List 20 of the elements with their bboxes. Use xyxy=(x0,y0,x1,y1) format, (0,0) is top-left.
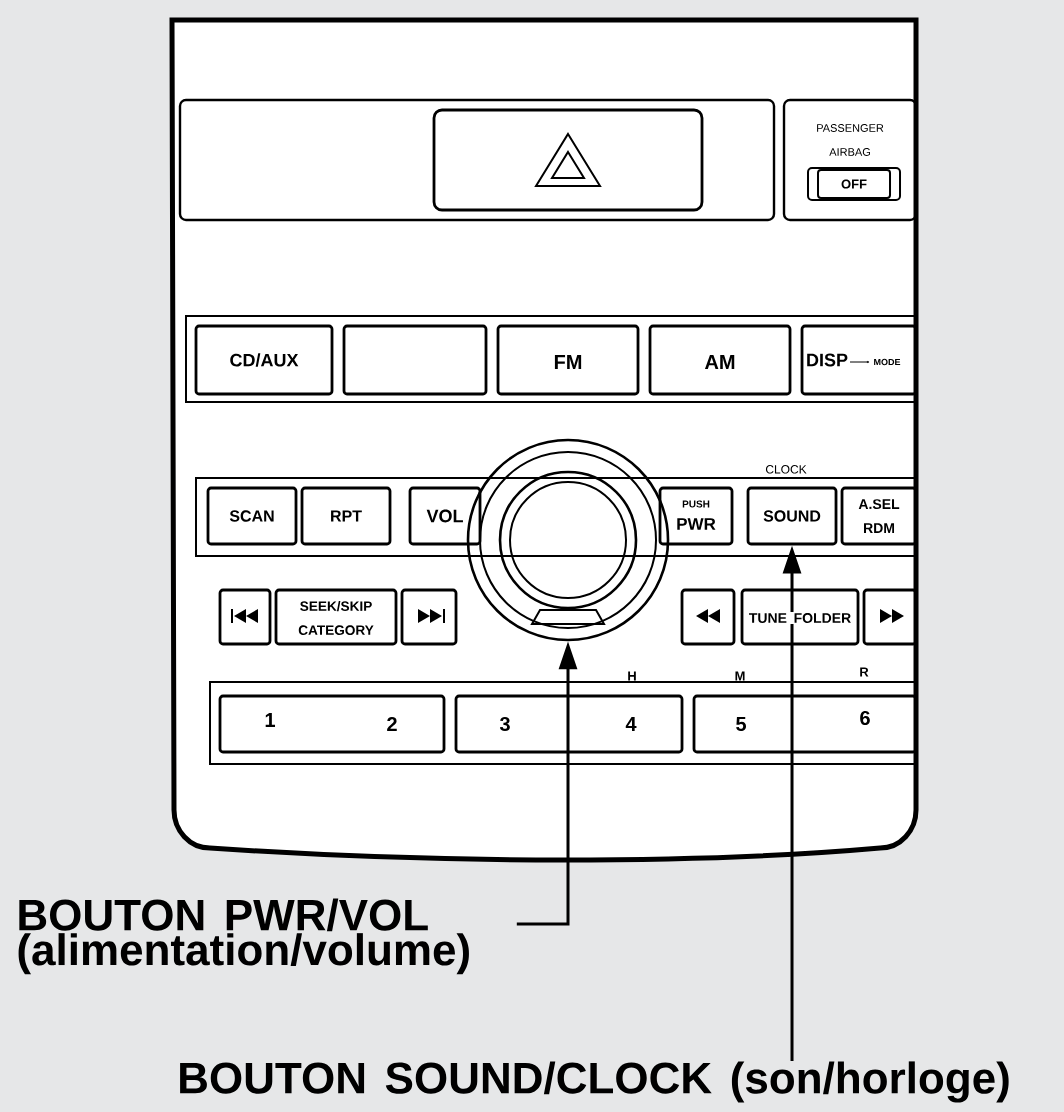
button: 3 4 xyxy=(454,694,684,754)
button xyxy=(680,588,736,646)
button xyxy=(218,588,272,646)
button xyxy=(400,588,458,646)
button: RPT xyxy=(300,486,392,546)
button xyxy=(740,588,860,646)
button: 5 6 xyxy=(692,694,918,754)
volume-knob xyxy=(466,438,670,642)
button xyxy=(342,324,488,396)
button: CD/AUX xyxy=(194,324,334,396)
button: 1 2 xyxy=(218,694,446,754)
button: VOL xyxy=(408,486,482,546)
callout-text: BOUTON PWR/VOL (alimentation/volume) xyxy=(18,898,469,975)
button: SOUND xyxy=(746,486,838,546)
button xyxy=(862,588,918,646)
button: SCAN xyxy=(206,486,298,546)
button: FM xyxy=(496,324,640,396)
callout-text: BOUTON SOUND/CLOCK (son/horloge) xyxy=(180,1061,1009,1103)
hazard-button xyxy=(432,108,704,212)
button: AM xyxy=(648,324,792,396)
